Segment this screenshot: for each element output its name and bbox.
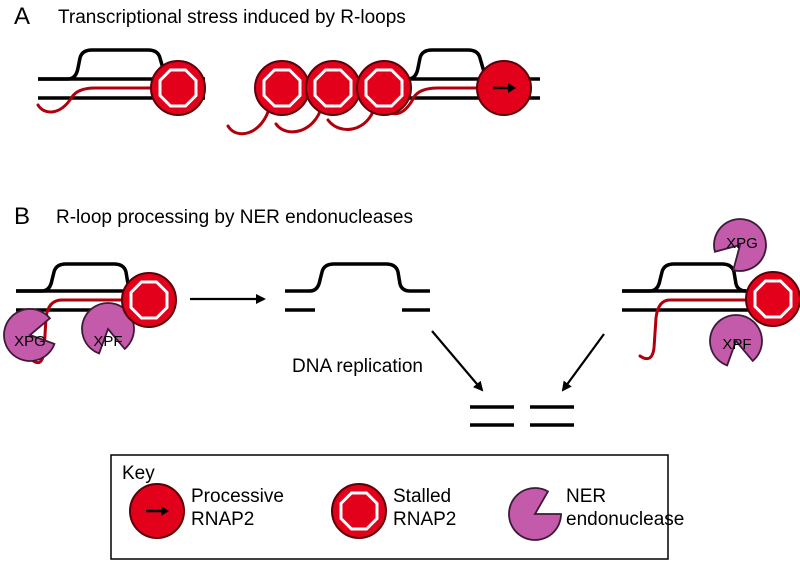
rna-strand [36,86,177,114]
stalled-rnap2 [355,59,413,117]
key-box: Key Processive RNAP2 Stalled RNAP2 NER e… [110,454,684,560]
stalled-rnap2 [304,59,362,117]
key-ner-line1: NER [566,486,606,507]
key-processive-line2: RNAP2 [191,509,254,530]
dna-replication-label: DNA replication [292,356,423,377]
key-processive-rnap2-symbol [128,482,186,540]
key-stalled-line2: RNAP2 [393,509,456,530]
key-ner-line2: endonuclease [566,509,684,530]
xpf-label: XPF [722,336,751,353]
r-loop-construct-2 [226,48,540,136]
key-border [110,454,669,560]
r-loop-with-ner-left: XPG XPF [0,262,178,367]
key-title: Key [122,463,155,484]
stalled-rnap2 [744,270,800,328]
key-stalled-rnap2-symbol [330,482,388,540]
key-processive-line1: Processive [191,486,284,507]
processive-rnap2 [475,59,533,117]
panel-a: A Transcriptional stress induced by R-lo… [14,3,540,136]
panel-a-letter: A [14,3,30,30]
stalled-rnap2 [149,59,207,117]
stalled-rnap2 [253,59,311,117]
panel-b: B R-loop processing by NER endonucleases… [0,203,800,427]
excised-top-strand [285,262,430,293]
rna-loop [226,104,272,136]
displaced-dna-strand [16,262,130,293]
double-strand-break [470,405,574,427]
arrow-right-to-dsb [561,333,605,392]
key-stalled-line1: Stalled [393,486,451,507]
panel-b-letter: B [14,203,30,230]
xpg-label: XPG [14,333,46,350]
rna-strand [638,298,752,361]
panel-a-title: Transcriptional stress induced by R-loop… [58,7,406,28]
r-loop-with-ner-right: XPG XPF [622,207,800,369]
xpg-label: XPG [726,235,758,252]
stalled-rnap2 [120,271,178,329]
rna-loop [274,104,324,134]
excised-dna [285,262,430,312]
arrow-left-to-dsb [431,330,484,392]
r-loop-construct-1 [36,48,207,117]
panel-b-title: R-loop processing by NER endonucleases [56,207,413,228]
displaced-dna-strand [622,262,747,293]
xpf-label: XPF [93,333,122,350]
